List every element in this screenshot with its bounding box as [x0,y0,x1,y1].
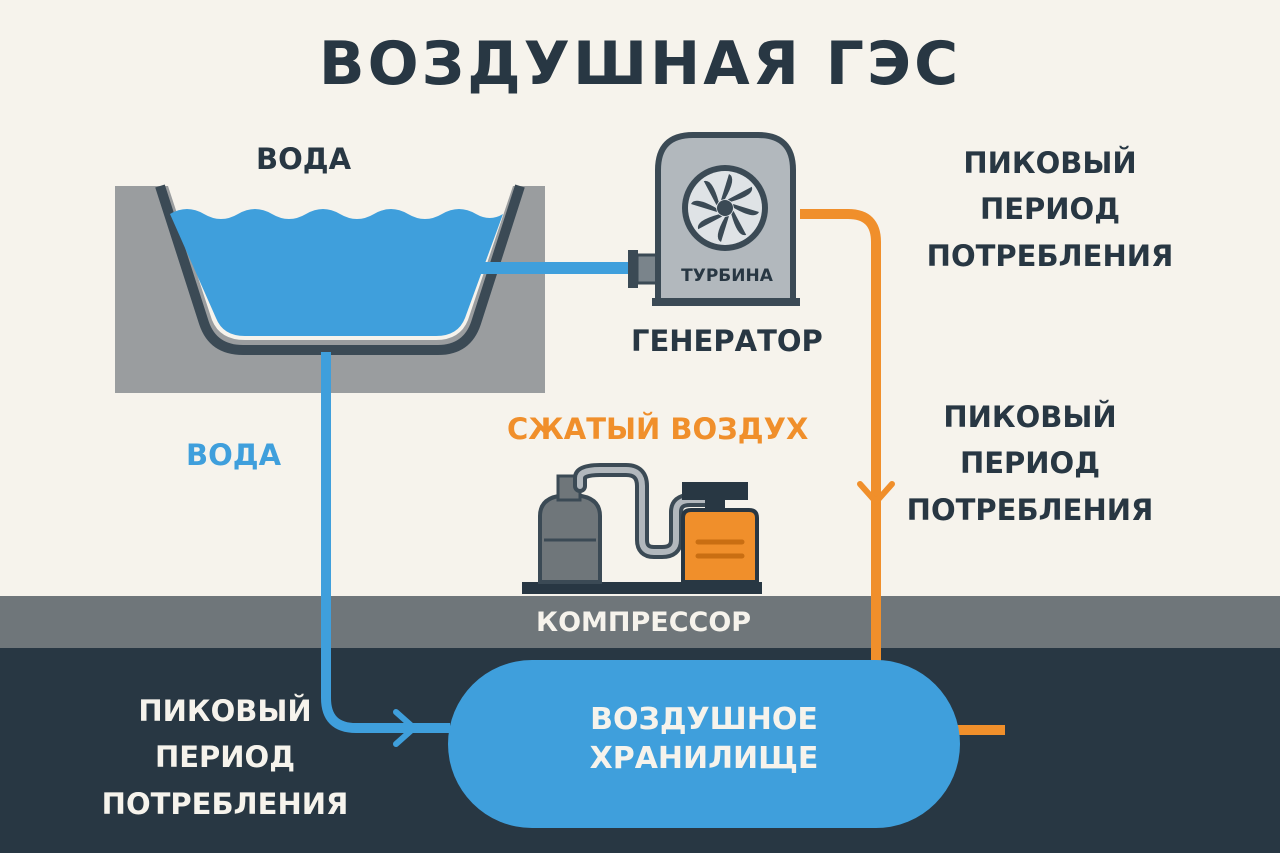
air-storage-label-line1: ВОЗДУШНОЕ [590,702,818,737]
air-flow-arrow [857,481,895,505]
peak-period-label-top-right: ПИКОВЫЙ ПЕРИОД ПОТРЕБЛЕНИЯ [900,140,1200,279]
peak-top-line2: ПЕРИОД [979,192,1121,227]
generator-unit [628,132,800,306]
generator-base [652,298,800,306]
peak-mid-line2: ПЕРИОД [959,446,1101,481]
diagram-title: ВОЗДУШНАЯ ГЭС [318,29,962,99]
gas-cylinder-icon [538,474,602,584]
fan-blades-icon [682,165,768,251]
peak-mid-line1: ПИКОВЫЙ [943,400,1117,434]
reservoir-water [170,209,503,336]
compressor-label: КОМПРЕССОР [536,607,752,638]
turbine-label: ТУРБИНА [681,266,773,286]
reservoir-basin-rim [155,184,525,355]
compressor-unit [522,463,762,594]
peak-top-line3: ПОТРЕБЛЕНИЯ [926,238,1174,273]
peak-period-label-bottom-left: ПИКОВЫЙ ПЕРИОД ПОТРЕБЛЕНИЯ [80,688,370,827]
peak-mid-line3: ПОТРЕБЛЕНИЯ [906,492,1154,527]
air-storage-label-line2: ХРАНИЛИЩЕ [589,741,819,776]
peak-bottom-line1: ПИКОВЫЙ [138,694,312,728]
reservoir [115,184,545,393]
peak-top-line1: ПИКОВЫЙ [963,146,1137,180]
reservoir-water-label: ВОДА [256,142,352,176]
intake-flange [628,250,638,288]
water-flow-label: ВОДА [186,438,282,472]
water-flow-arrow [393,709,417,747]
peak-bottom-line3: ПОТРЕБЛЕНИЯ [101,786,349,821]
intake-pipe [470,262,640,274]
ground-surface-band [0,596,1280,648]
peak-bottom-line2: ПЕРИОД [154,740,296,775]
peak-period-label-mid-right: ПИКОВЫЙ ПЕРИОД ПОТРЕБЛЕНИЯ [880,394,1180,533]
compressor-platform [522,582,762,594]
air-storage-tank [448,660,960,828]
generator-label: ГЕНЕРАТОР [631,324,823,358]
air-storage-label: ВОЗДУШНОЕ ХРАНИЛИЩЕ [548,700,860,778]
water-line [321,352,450,733]
compressed-air-label: СЖАТЫЙ ВОЗДУХ [507,412,809,446]
compressor-icon [681,482,759,584]
